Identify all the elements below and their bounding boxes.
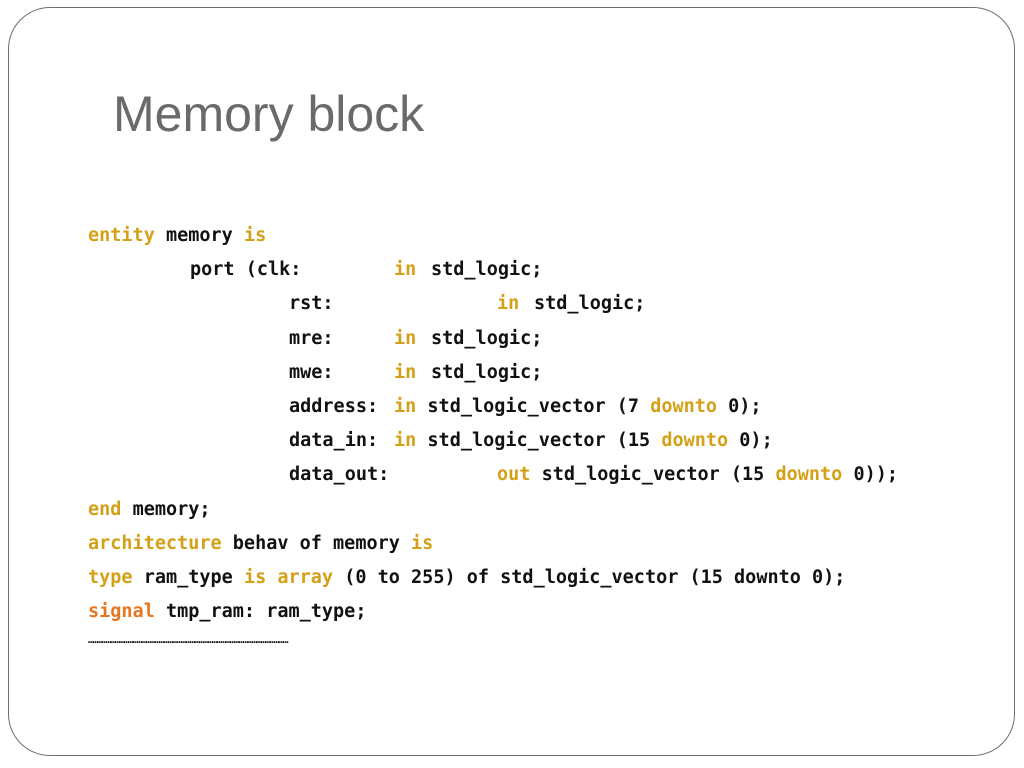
code-line-5: mwe: in std_logic;	[88, 356, 845, 390]
code-line-7: data_in: in std_logic_vector (15 downto …	[88, 424, 845, 458]
type-text: std_logic_vector (15	[427, 430, 651, 452]
port-spec: out std_logic_vector (15 downto 0));	[497, 458, 898, 492]
code-line-10: architecture behav of memory is	[88, 527, 845, 561]
slide-frame	[8, 7, 1015, 756]
code-line-8: data_out: out std_logic_vector (15 downt…	[88, 458, 898, 492]
code-line-9: end memory;	[88, 493, 845, 527]
port-clk-label: port (clk:	[190, 259, 302, 281]
signal-name: data_in:	[289, 430, 379, 452]
signal-name: mre:	[289, 327, 334, 349]
code-line-4: mre: in std_logic;	[88, 322, 845, 356]
keyword-in: in	[394, 395, 417, 417]
type-text: std_logic;	[534, 293, 646, 315]
slide-title: Memory block	[113, 86, 425, 142]
array-spec: (0 to 255) of std_logic_vector (15 downt…	[344, 566, 846, 588]
keyword-array: array	[277, 566, 334, 588]
code-line-12: signal tmp_ram: ram_type;	[88, 595, 845, 629]
keyword-architecture: architecture	[88, 532, 222, 554]
keyword-end: end	[88, 498, 122, 520]
signal-name: address:	[289, 395, 379, 417]
code-line-2: port (clk: in std_logic;	[88, 253, 845, 287]
keyword-downto: downto	[775, 464, 843, 486]
keyword-signal: signal	[88, 601, 155, 623]
range-end: 0));	[853, 464, 898, 486]
type-text: std_logic_vector (7	[427, 395, 640, 417]
keyword-is: is	[243, 225, 267, 246]
type-text: std_logic_vector (15	[541, 464, 765, 486]
keyword-downto: downto	[650, 395, 718, 417]
keyword-in: in	[497, 293, 520, 315]
type-text: std_logic;	[431, 327, 543, 349]
keyword-is: is	[243, 566, 267, 588]
keyword-in: in	[394, 259, 417, 281]
keyword-is: is	[411, 532, 434, 554]
keyword-type: type	[88, 566, 133, 588]
code-block: entity memory is port (clk: in std_logic…	[88, 219, 898, 629]
code-line-6: address: in std_logic_vector (7 downto 0…	[88, 390, 845, 424]
keyword-out: out	[497, 464, 531, 486]
code-line-1: entity memory is	[88, 219, 845, 253]
signal-declaration: tmp_ram: ram_type;	[165, 601, 367, 623]
range-end: 0);	[728, 395, 762, 417]
signal-name: mwe:	[289, 361, 334, 383]
keyword-in: in	[394, 430, 417, 452]
keyword-downto: downto	[661, 430, 729, 452]
type-text: std_logic;	[431, 361, 543, 383]
entity-name: memory	[165, 225, 233, 246]
range-end: 0);	[739, 430, 773, 452]
code-line-3: rst: in std_logic;	[88, 287, 845, 321]
architecture-text: behav of memory	[232, 532, 400, 554]
keyword-entity: entity	[88, 225, 155, 246]
keyword-in: in	[394, 327, 417, 349]
ellipsis-line: ……………………………………………………………………………………………………………	[88, 635, 289, 646]
port-spec: in std_logic_vector (7 downto 0);	[394, 390, 762, 424]
port-spec: in std_logic_vector (15 downto 0);	[394, 424, 773, 458]
code-line-11: type ram_type is array (0 to 255) of std…	[88, 561, 845, 595]
end-name: memory;	[132, 498, 211, 520]
keyword-in: in	[394, 361, 417, 383]
signal-name: data_out:	[289, 464, 390, 486]
type-name: ram_type	[143, 566, 233, 588]
signal-name: rst:	[289, 293, 334, 315]
type-text: std_logic;	[431, 259, 543, 281]
